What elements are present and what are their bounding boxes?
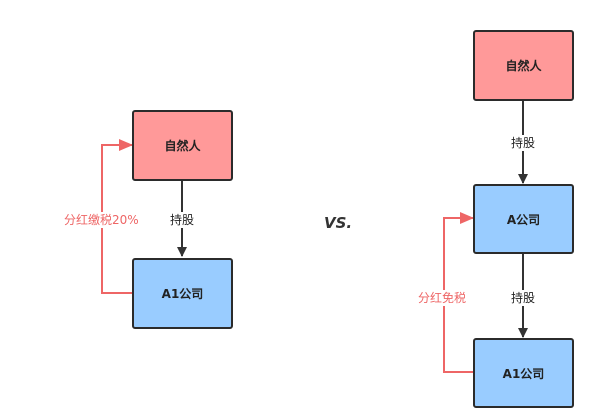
right-a-company-node: A公司 [473,184,574,254]
right-natural-person-label: 自然人 [505,59,542,73]
left-natural-person-node: 自然人 [132,110,233,181]
right-a1-company-node: A1公司 [473,338,574,408]
left-a1-company-label: A1公司 [161,287,204,301]
left-natural-person-label: 自然人 [164,139,201,153]
right-natural-person-node: 自然人 [473,30,574,101]
left-holding-label: 持股 [168,212,197,228]
left-dividend-label: 分红缴税20% [62,212,141,228]
left-a1-company-node: A1公司 [132,258,233,329]
right-holding-label-2: 持股 [509,290,538,306]
right-a1-company-label: A1公司 [502,366,545,381]
right-a-company-label: A公司 [506,212,541,227]
vs-separator: VS. [324,214,353,232]
right-dividend-label: 分红免税 [416,290,469,306]
right-holding-label-1: 持股 [509,135,538,151]
